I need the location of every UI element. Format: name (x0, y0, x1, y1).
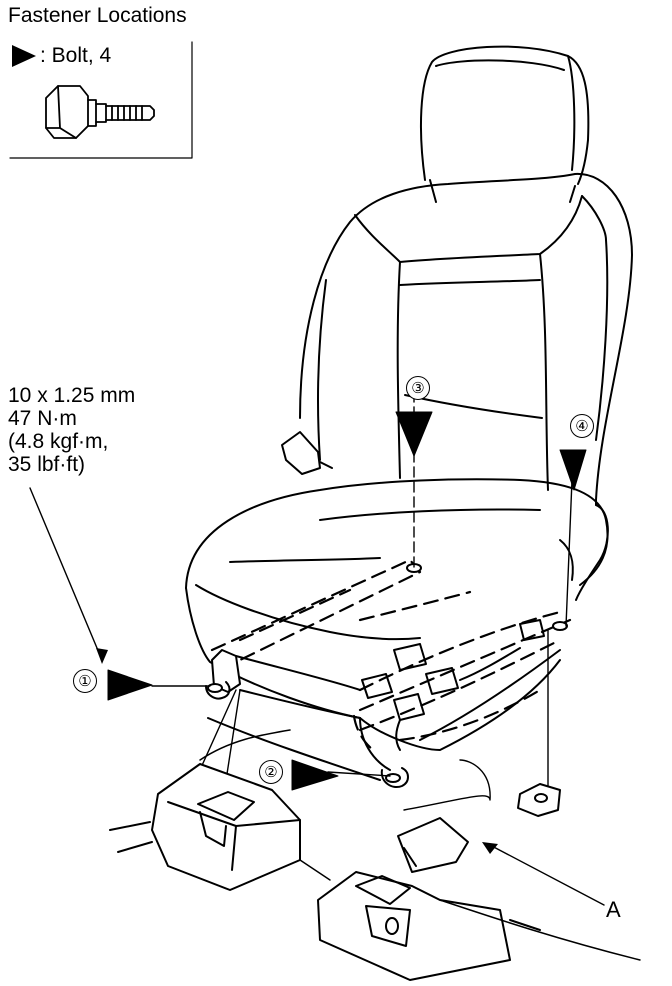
headrest-outline (420, 45, 590, 203)
torque-spec-line-3: (4.8 kgf·m, (8, 430, 109, 453)
torque-spec-line-4: 35 lbf·ft) (8, 453, 86, 476)
wiring-connectors (361, 619, 545, 751)
legend-title: Fastener Locations (8, 4, 187, 27)
floor-mount-right (517, 783, 561, 817)
torque-spec: 10 x 1.25 mm 47 N·m (4.8 kgf·m, 35 lbf·f… (8, 384, 135, 476)
floor-contour (199, 729, 641, 961)
fastener-marker-4 (559, 449, 587, 491)
hidden-fastener-lines (210, 558, 572, 754)
floor-bracket-front (109, 717, 381, 891)
arrowheads (96, 648, 498, 854)
callout-4: ④ (570, 414, 594, 438)
floor-cover-piece (397, 817, 469, 873)
part-label-a: A (606, 897, 621, 922)
callout-2: ② (259, 760, 283, 784)
fastener-marker-2 (291, 759, 339, 791)
legend-box-frame (9, 41, 193, 159)
fastener-marker-3 (395, 411, 433, 457)
seatback-outline (299, 172, 633, 506)
bolt-holes (207, 563, 568, 783)
fastener-markers (107, 411, 587, 791)
legend-bolt-row: : Bolt, 4 (12, 44, 111, 68)
torque-spec-line-2: 47 N·m (8, 407, 77, 430)
callout-1: ① (73, 669, 97, 693)
fastener-marker-1 (107, 669, 153, 701)
black-triangle-icon (12, 45, 36, 67)
floor-bracket-rear (317, 871, 541, 981)
torque-spec-line-1: 10 x 1.25 mm (8, 384, 136, 407)
seatbelt-buckle (281, 431, 333, 475)
callout-3: ③ (406, 376, 430, 400)
legend-bolt-label: : Bolt, 4 (40, 44, 112, 67)
bolt-icon (45, 85, 155, 139)
seat-rail-frame (205, 649, 561, 788)
